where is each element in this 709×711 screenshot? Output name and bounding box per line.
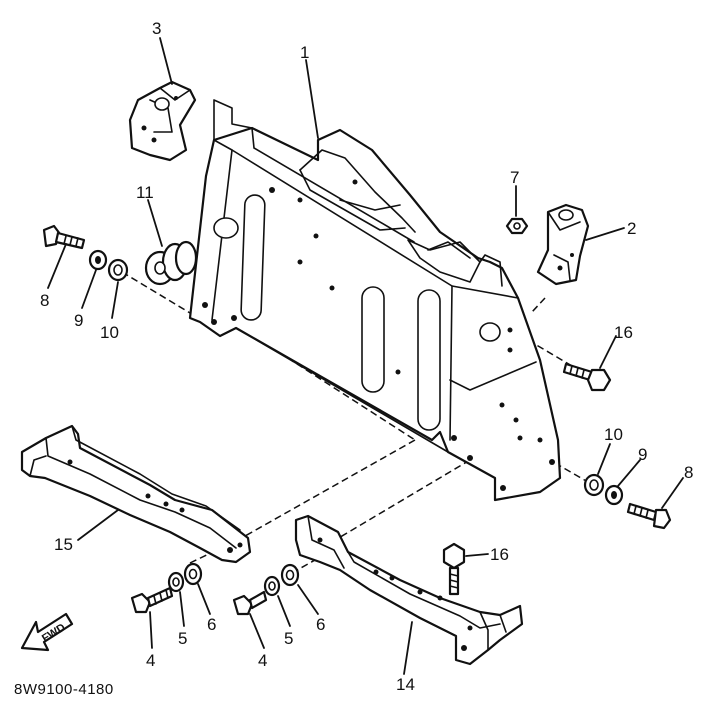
collar-upper-left <box>107 258 129 282</box>
callout-3: 3 <box>152 19 161 38</box>
callout-16-right: 16 <box>614 323 633 342</box>
callout-9-right: 9 <box>638 445 647 464</box>
lock-washer-mid <box>263 575 281 597</box>
bolt-right <box>626 502 672 530</box>
callout-14: 14 <box>396 675 415 694</box>
callout-7: 7 <box>510 168 519 187</box>
bracket-right <box>536 203 590 286</box>
callout-1: 1 <box>300 43 309 62</box>
callout-10-upper-left: 10 <box>100 323 119 342</box>
collar-right <box>583 473 605 497</box>
leader-lines <box>47 37 684 675</box>
main-frame <box>188 99 562 502</box>
drawing-code: 8W9100-4180 <box>14 681 114 698</box>
fwd-arrow-icon: FWD <box>20 612 74 652</box>
nut <box>505 217 529 235</box>
callout-10-right: 10 <box>604 425 623 444</box>
callout-2: 2 <box>627 219 636 238</box>
callout-9-upper-left: 9 <box>74 311 83 330</box>
callout-6-left: 6 <box>207 615 216 634</box>
flange-bolt-rail <box>442 542 466 596</box>
callout-4-mid: 4 <box>258 651 267 670</box>
callout-11: 11 <box>136 183 154 202</box>
washer-left <box>183 562 203 586</box>
callout-16-rail: 16 <box>490 545 509 564</box>
washer-right <box>604 484 624 506</box>
lock-washer-left <box>167 571 185 593</box>
callout-5-mid: 5 <box>284 629 293 648</box>
washer-upper-left <box>88 249 108 271</box>
washer-mid <box>280 563 300 587</box>
bolt-upper-left <box>42 224 86 250</box>
callout-15: 15 <box>54 535 73 554</box>
rail-right <box>294 514 524 666</box>
bracket-left <box>128 80 197 162</box>
callout-5-left: 5 <box>178 629 187 648</box>
bolt-lower-left <box>130 586 174 614</box>
bolt-lower-mid <box>232 590 268 616</box>
flange-bolt-right <box>562 362 612 392</box>
callout-8-upper-left: 8 <box>40 291 49 310</box>
callout-6-mid: 6 <box>316 615 325 634</box>
rail-left <box>20 424 252 564</box>
damper <box>144 240 198 286</box>
callout-8-right: 8 <box>684 463 693 482</box>
callout-4-left: 4 <box>146 651 155 670</box>
